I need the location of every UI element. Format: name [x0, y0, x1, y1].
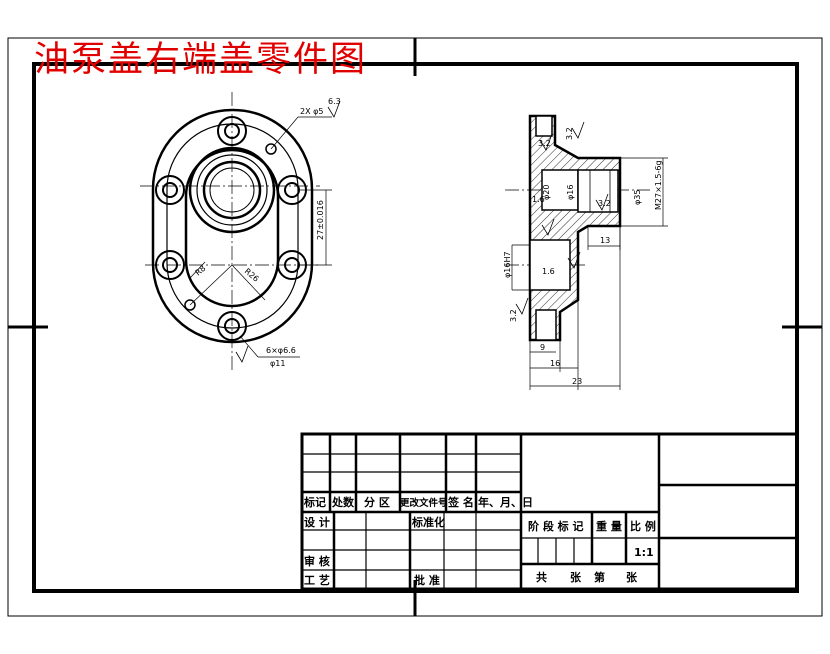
label-scale: 比 例 — [630, 519, 656, 533]
label-weight: 重 量 — [596, 519, 622, 533]
label-sheet-unit2: 张 — [626, 570, 638, 584]
dim-w16: 16 — [550, 359, 560, 368]
label-stage-mark: 阶 段 标 记 — [528, 519, 584, 533]
dim-w23: 23 — [572, 377, 582, 386]
dim-spot: φ11 — [270, 359, 285, 368]
label-sheet-total: 共 — [536, 570, 547, 584]
label-standardize: 标准化 — [411, 515, 445, 529]
label-review: 审 核 — [304, 554, 330, 568]
rev-header-sign: 签 名 — [447, 495, 474, 509]
front-view-dims: 2X φ5 6.3 27±0.016 R8 R26 6×φ6.6 φ11 — [194, 97, 341, 368]
roughness-a: 3.2 — [565, 127, 574, 140]
section-view — [505, 114, 668, 390]
rev-header-mark: 标记 — [303, 495, 326, 509]
value-scale: 1:1 — [634, 546, 654, 559]
title-block-text: 标记 处数 分 区 更改文件号 签 名 年、月、日 设 计 标准化 审 核 工 … — [303, 495, 656, 587]
dim-r-small: R8 — [194, 264, 208, 278]
label-design: 设 计 — [304, 515, 330, 529]
dim-thread: 6×φ6.6 — [266, 346, 296, 355]
dim-roughness-top: 6.3 — [328, 97, 341, 106]
roughness-e: 3.2 — [598, 199, 611, 208]
dim-w13: 13 — [600, 236, 610, 245]
outer-border — [7, 37, 823, 617]
dim-r-large: R26 — [243, 267, 261, 284]
roughness-d: 1.6 — [542, 267, 555, 276]
dim-bore-mid: φ16 — [566, 185, 575, 200]
title-block — [300, 432, 799, 591]
dim-left-dia: φ16H7 — [503, 251, 512, 278]
dim-hole-count: 2X φ5 — [300, 107, 323, 116]
dim-height: 27±0.016 — [316, 200, 325, 240]
label-sheet-unit: 张 — [570, 570, 582, 584]
roughness-f: 3.2 — [509, 309, 518, 322]
rev-header-doc: 更改文件号 — [400, 497, 448, 509]
label-approve: 批 准 — [414, 573, 440, 587]
section-view-dims: 3.2 3.2 1.6 1.6 3.2 3.2 φ20 φ16 φ35 M27×… — [503, 127, 663, 386]
rev-header-zone: 分 区 — [364, 495, 390, 509]
roughness-b: 3.2 — [538, 139, 551, 148]
rev-header-date: 年、月、日 — [478, 495, 533, 509]
label-sheet-no: 第 — [594, 570, 605, 584]
drawing-title: 油泵盖右端盖零件图 — [34, 40, 368, 80]
roughness-c: 1.6 — [532, 195, 545, 204]
dim-thread: M27×1.5-6g — [654, 160, 663, 210]
rev-header-count: 处数 — [331, 495, 355, 509]
front-view — [140, 92, 341, 370]
dim-bore-inner: φ20 — [542, 185, 551, 200]
dim-d9: 9 — [540, 343, 545, 352]
dim-bore-outer: φ35 — [633, 190, 642, 205]
label-process: 工 艺 — [304, 573, 330, 587]
